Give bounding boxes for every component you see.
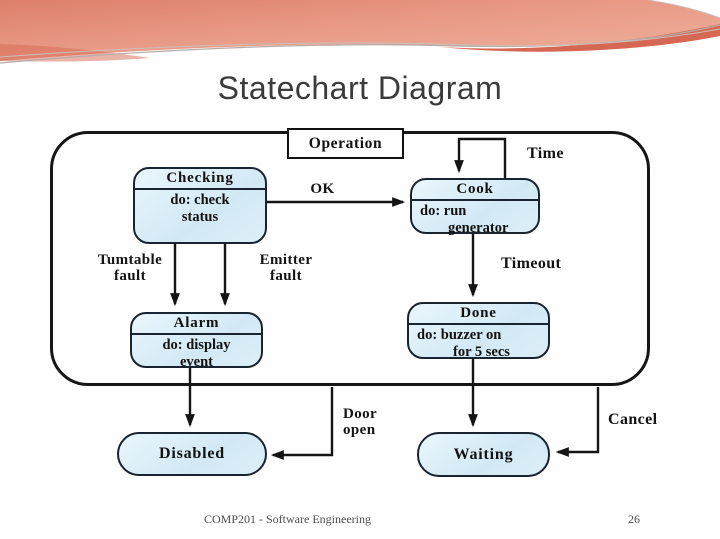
header-swoosh-art (0, 0, 720, 64)
state-checking-action: do: check status (170, 192, 230, 225)
label-emitter-fault: Emitter fault (259, 252, 313, 284)
state-cook-action: do: run generator (420, 203, 509, 236)
state-done: Done do: buzzer on for 5 secs (407, 302, 550, 360)
label-cancel: Cancel (608, 411, 658, 428)
label-turntable-fault: Tumtable fault (97, 252, 163, 284)
label-door-open: Door open (343, 406, 378, 438)
state-checking: Checking do: check status (133, 167, 267, 244)
page-title: Statechart Diagram (217, 70, 503, 106)
label-ok: OK (310, 181, 335, 197)
arrow-door-open (270, 387, 334, 460)
state-alarm: Alarm do: display event (130, 312, 263, 370)
state-waiting: Waiting (417, 432, 550, 477)
state-alarm-action: do: display event (162, 337, 231, 370)
state-disabled: Disabled (117, 432, 267, 476)
operation-label-box: Operation (287, 128, 404, 159)
arrow-cancel (555, 387, 600, 457)
state-done-action: do: buzzer on for 5 secs (417, 327, 510, 360)
label-timeout: Timeout (501, 255, 562, 272)
state-cook: Cook do: run generator (410, 178, 540, 236)
footer-page-number: 26 (628, 512, 640, 526)
state-done-name: Done (409, 304, 548, 325)
state-alarm-name: Alarm (132, 314, 261, 335)
label-time: Time (527, 145, 564, 162)
footer-course-text: COMP201 - Software Engineering (204, 512, 371, 526)
state-cook-name: Cook (412, 180, 538, 201)
arrow-cook-self-loop (454, 137, 507, 179)
state-checking-name: Checking (135, 169, 265, 190)
